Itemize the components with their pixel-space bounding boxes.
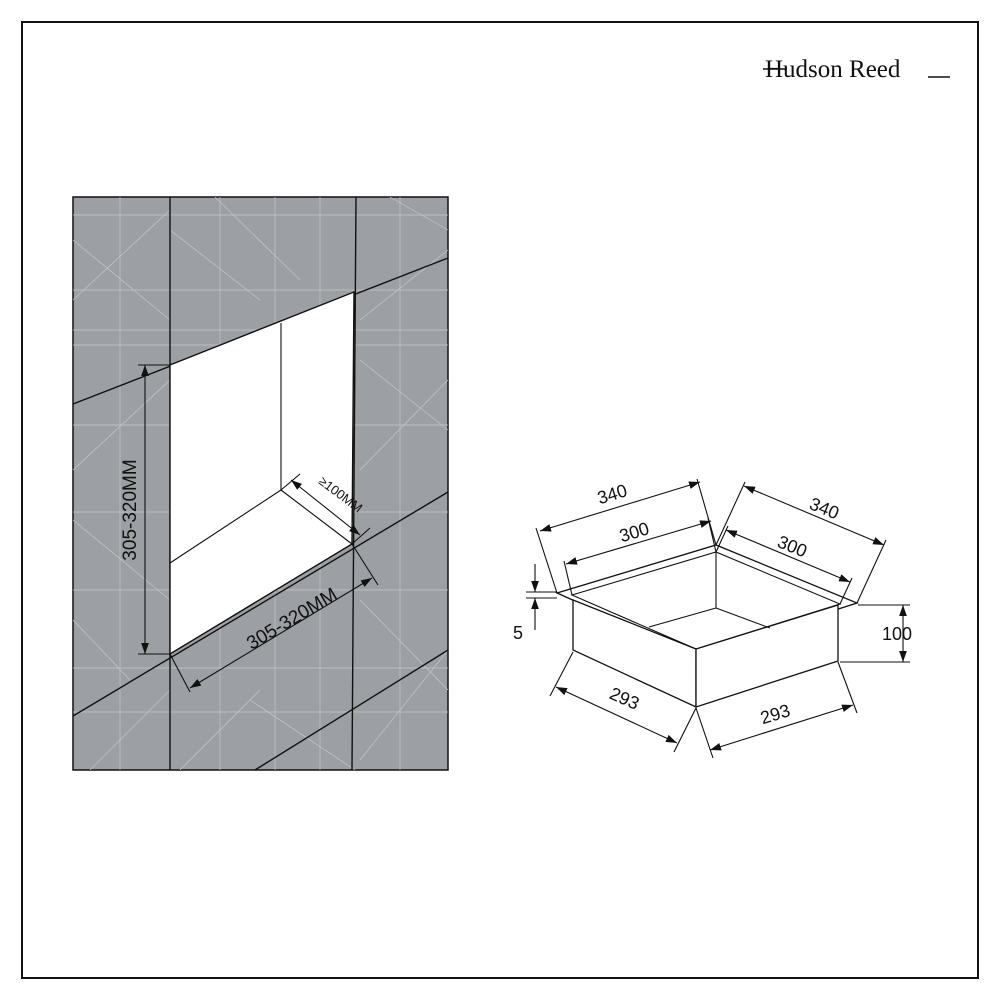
flange-thickness-label: 5 xyxy=(513,623,523,643)
body-width-right-label: 293 xyxy=(758,700,793,728)
body-width-left-dimension xyxy=(549,651,697,753)
body-depth-label: 100 xyxy=(882,624,912,644)
brand-name: Hudson Reed xyxy=(765,56,901,83)
inner-width-left-label: 300 xyxy=(617,518,652,546)
niche-product-drawing: 340 300 340 300 5 xyxy=(513,478,912,759)
body-width-right-dimension xyxy=(695,661,858,759)
outer-width-right-label: 340 xyxy=(807,494,842,524)
niche-height-label: 305-320MM xyxy=(120,459,141,560)
niche-width-dimension xyxy=(169,543,379,693)
body-right-face xyxy=(695,604,839,708)
wall-niche-drawing: 305-320MM 305-320MM ≥100MM xyxy=(72,196,449,771)
basin-interior-lines xyxy=(648,552,771,629)
niche-height-dimension xyxy=(138,364,170,655)
outer-width-left-label: 340 xyxy=(595,480,630,508)
inner-width-right-label: 300 xyxy=(775,532,810,562)
brand-logo: Hudson Reed xyxy=(763,56,950,83)
body-width-left-label: 293 xyxy=(607,683,643,713)
body-depth-dimension xyxy=(840,604,910,663)
outer-width-right-dimension xyxy=(715,481,887,604)
flange-thickness-dimension xyxy=(526,564,557,630)
sheet-border xyxy=(21,21,979,979)
niche-depth-dimension xyxy=(280,473,371,545)
inner-width-right-dimension xyxy=(715,525,853,605)
inner-width-left-dimension xyxy=(563,517,717,596)
tile-texture xyxy=(72,196,449,771)
